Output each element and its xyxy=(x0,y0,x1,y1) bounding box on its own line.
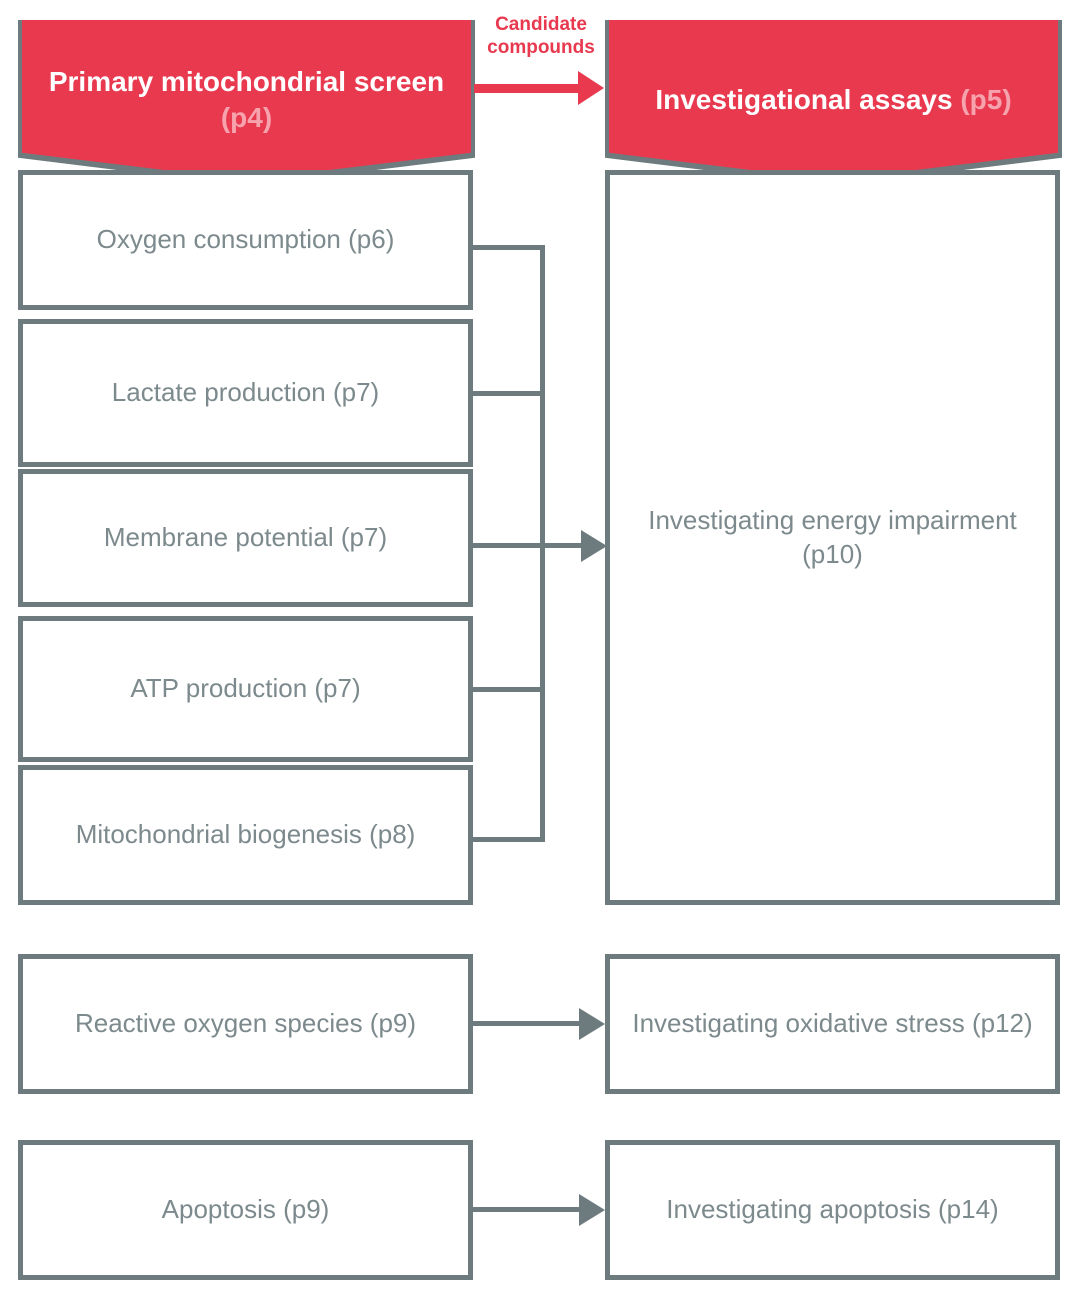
assay-label: Reactive oxygen species (p9) xyxy=(74,1008,417,1039)
assay-box-reactive-oxygen-species[interactable]: Reactive oxygen species (p9) xyxy=(18,954,473,1094)
assay-box-atp-production[interactable]: ATP production (p7) xyxy=(18,616,473,762)
outcome-label: Investigating oxidative stress (p12) xyxy=(632,1008,1033,1039)
outcome-box-apoptosis[interactable]: Investigating apoptosis (p14) xyxy=(605,1140,1060,1280)
oxidative-stress-arrow-shaft xyxy=(473,1021,583,1026)
candidate-compounds-line2: compounds xyxy=(487,36,595,58)
connector-stub-membrane-potential xyxy=(470,543,545,548)
assay-box-mitochondrial-biogenesis[interactable]: Mitochondrial biogenesis (p8) xyxy=(18,765,473,905)
left-banner-title: Primary mitochondrial screen xyxy=(48,66,445,98)
assay-label: Membrane potential (p7) xyxy=(103,522,388,553)
assay-box-oxygen-consumption[interactable]: Oxygen consumption (p6) xyxy=(18,170,473,310)
candidate-compounds-label: Candidate compounds xyxy=(474,14,608,60)
connector-stub-mitochondrial-biogenesis xyxy=(470,837,545,842)
left-banner-page: (p4) xyxy=(220,102,273,133)
outcome-label: Investigating energy impairment (p10) xyxy=(648,504,1017,569)
header-investigational-assays[interactable]: Investigational assays (p5) xyxy=(609,20,1058,180)
apoptosis-arrowhead xyxy=(579,1194,605,1226)
outcome-box-energy-impairment[interactable]: Investigating energy impairment (p10) xyxy=(605,170,1060,905)
candidate-compounds-arrowhead xyxy=(578,71,604,105)
energy-impairment-arrow-shaft xyxy=(540,543,595,548)
assay-label: ATP production (p7) xyxy=(130,673,361,704)
header-primary-mitochondrial-screen[interactable]: Primary mitochondrial screen (p4) xyxy=(22,20,471,180)
assay-box-lactate-production[interactable]: Lactate production (p7) xyxy=(18,319,473,467)
assay-label: Oxygen consumption (p6) xyxy=(96,224,395,255)
connector-stub-oxygen-consumption xyxy=(470,245,545,250)
right-banner-title: Investigational assays xyxy=(655,84,953,116)
apoptosis-arrow-shaft xyxy=(473,1207,583,1212)
assay-box-membrane-potential[interactable]: Membrane potential (p7) xyxy=(18,469,473,607)
left-banner-text: Primary mitochondrial screen (p4) xyxy=(22,64,471,136)
connector-stub-lactate-production xyxy=(470,391,545,396)
right-banner-page: (p5) xyxy=(960,84,1012,116)
outcome-box-oxidative-stress[interactable]: Investigating oxidative stress (p12) xyxy=(605,954,1060,1094)
assay-label: Lactate production (p7) xyxy=(111,377,380,408)
energy-impairment-arrowhead xyxy=(581,530,607,562)
outcome-label: Investigating apoptosis (p14) xyxy=(666,1194,999,1225)
assay-label: Mitochondrial biogenesis (p8) xyxy=(75,819,416,850)
right-banner-text: Investigational assays (p5) xyxy=(637,82,1029,118)
assay-label: Apoptosis (p9) xyxy=(161,1194,330,1225)
connector-stub-atp-production xyxy=(470,687,545,692)
candidate-compounds-arrow-shaft xyxy=(474,84,580,93)
candidate-compounds-line1: Candidate xyxy=(495,14,587,35)
oxidative-stress-arrowhead xyxy=(579,1008,605,1040)
assay-box-apoptosis[interactable]: Apoptosis (p9) xyxy=(18,1140,473,1280)
